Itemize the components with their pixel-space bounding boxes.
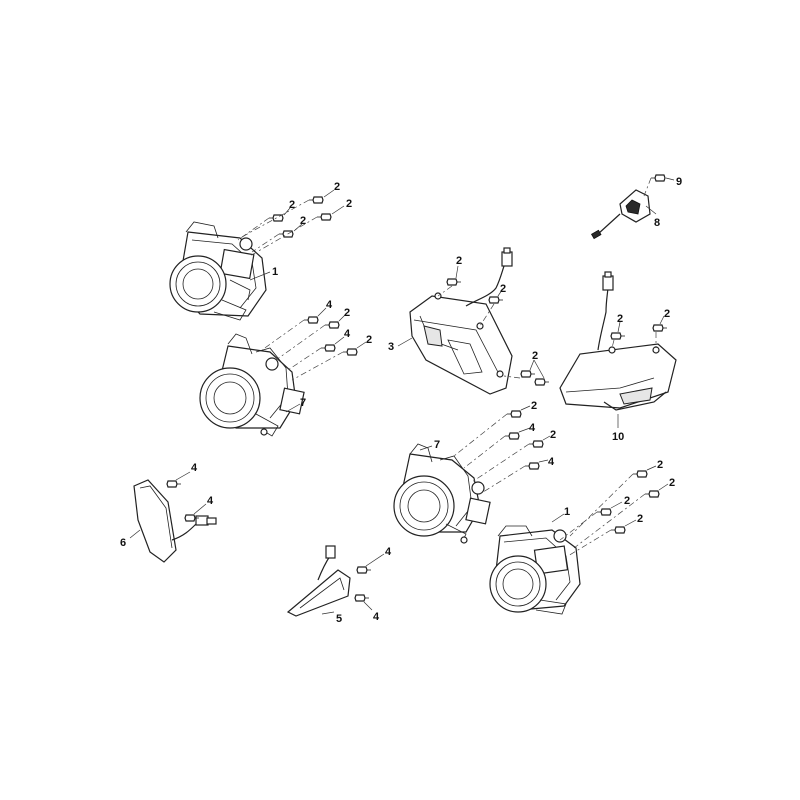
- projector-headlight-1-upper: [169, 221, 267, 321]
- callout-4-g: 4: [385, 546, 392, 558]
- callout-2-q: 2: [637, 513, 643, 525]
- callout-4-f: 4: [207, 495, 214, 507]
- bolts-part-1-upper: [237, 189, 345, 281]
- callout-7-left: 7: [300, 397, 306, 409]
- callout-2-m: 2: [550, 429, 556, 441]
- auxiliary-lamp-6: [129, 479, 217, 563]
- callout-2-g: 2: [456, 255, 462, 267]
- callout-2-h: 2: [500, 283, 506, 295]
- callout-labels: 1 1 2 2 2 2 2 2 2 2 2 2 2 2 2 2 2 2 2 4 …: [120, 176, 682, 625]
- projector-headlight-7-lower: [393, 443, 491, 544]
- bolts-part-1-lower: [559, 465, 669, 557]
- bolts-part-3: [397, 265, 550, 386]
- callout-2-e: 2: [344, 307, 350, 319]
- callout-2-p: 2: [624, 495, 630, 507]
- callout-4-c: 4: [529, 422, 536, 434]
- led-strip-lamp-5: [286, 545, 351, 617]
- callout-2-d: 2: [300, 215, 306, 227]
- callout-2-n: 2: [657, 459, 663, 471]
- callout-9: 9: [676, 176, 682, 188]
- callout-7-lower: 7: [434, 439, 440, 451]
- bolts-part-7-lower: [453, 405, 551, 495]
- callout-2-o: 2: [669, 477, 675, 489]
- callout-4-e: 4: [191, 462, 198, 474]
- callout-10: 10: [612, 431, 624, 443]
- callout-4-upper-b: 4: [344, 328, 351, 340]
- projector-headlight-7-left: [199, 333, 305, 437]
- bolts-part-10: [610, 315, 668, 428]
- led-headlight-3: [409, 247, 513, 395]
- callout-2-a: 2: [334, 181, 340, 193]
- callout-4-upper-a: 4: [326, 299, 333, 311]
- callout-2-f: 2: [366, 334, 372, 346]
- projector-headlight-1-lower: [489, 513, 581, 615]
- callout-8: 8: [654, 217, 660, 229]
- callout-5: 5: [336, 613, 342, 625]
- callout-2-c: 2: [346, 198, 352, 210]
- callout-2-j: 2: [617, 313, 623, 325]
- callout-2-k: 2: [664, 308, 670, 320]
- accent-light-8: [590, 189, 657, 240]
- bolts-part-7-left: [261, 307, 367, 413]
- led-headlight-10: [559, 271, 677, 411]
- callout-1-lower: 1: [564, 506, 570, 518]
- callout-4-h: 4: [373, 611, 380, 623]
- screw-9: [643, 174, 675, 197]
- callout-2-i: 2: [532, 350, 538, 362]
- callout-2-l: 2: [531, 400, 537, 412]
- callout-3: 3: [388, 341, 394, 353]
- screws-part-6: [166, 471, 207, 522]
- callout-2-b: 2: [289, 199, 295, 211]
- screws-part-5: [354, 553, 385, 611]
- callout-4-d: 4: [548, 456, 555, 468]
- callout-1-upper: 1: [272, 266, 278, 278]
- callout-6: 6: [120, 537, 126, 549]
